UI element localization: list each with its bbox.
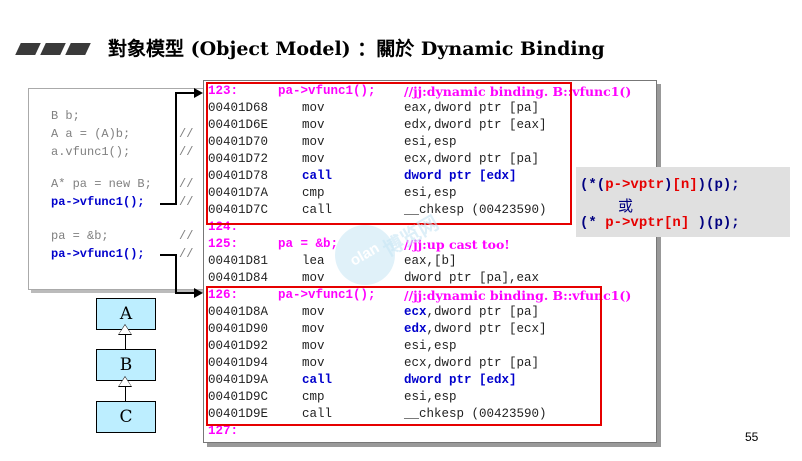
- expression-line-2: (* p->vptr[n] )(p);: [580, 215, 740, 231]
- source-line: a.vfunc1();: [51, 145, 131, 159]
- arrow-line: [175, 292, 196, 294]
- vptr-expression-box: (*(p->vptr)[n])(p); 或 (* p->vptr[n] )(p)…: [576, 167, 790, 237]
- inheritance-line: [125, 335, 126, 349]
- inheritance-triangle-icon: [118, 324, 132, 335]
- source-comment: //: [179, 145, 194, 159]
- title-decoration: [15, 40, 93, 55]
- source-comment: //: [179, 177, 194, 191]
- source-line: A* pa = new B;: [51, 177, 152, 191]
- class-c-box: C: [96, 401, 156, 433]
- assembly-panel: 123:pa->vfunc1();//jj:dynamic binding. B…: [203, 80, 657, 443]
- expression-line-1: (*(p->vptr)[n])(p);: [580, 177, 740, 193]
- source-line: pa = &b;: [51, 229, 109, 243]
- arrow-line: [160, 203, 176, 205]
- arrow-line: [160, 254, 176, 256]
- expression-or: 或: [618, 197, 634, 215]
- arrow-head-icon: [194, 288, 203, 298]
- arrow-line: [175, 92, 177, 205]
- source-comment: //: [179, 195, 194, 209]
- source-comment: //: [179, 247, 194, 261]
- source-line-highlight: pa->vfunc1();: [51, 247, 145, 261]
- arrow-line: [175, 254, 177, 294]
- source-line: A a = (A)b;: [51, 127, 131, 141]
- source-comment: //: [179, 127, 194, 141]
- source-comment: //: [179, 229, 194, 243]
- highlight-box-call-1: [206, 82, 572, 225]
- slide-title: 對象模型 (Object Model) ：關於 Dynamic Binding: [108, 38, 605, 60]
- source-code-panel: B b; A a = (A)b; // a.vfunc1(); // A* pa…: [28, 88, 210, 290]
- source-line: B b;: [51, 109, 80, 123]
- inheritance-triangle-icon: [118, 376, 132, 387]
- page-number: 55: [745, 430, 759, 444]
- arrow-head-icon: [194, 88, 203, 98]
- highlight-box-call-2: [206, 286, 602, 426]
- arrow-line: [175, 92, 196, 94]
- source-line-highlight: pa->vfunc1();: [51, 195, 145, 209]
- inheritance-line: [125, 387, 126, 401]
